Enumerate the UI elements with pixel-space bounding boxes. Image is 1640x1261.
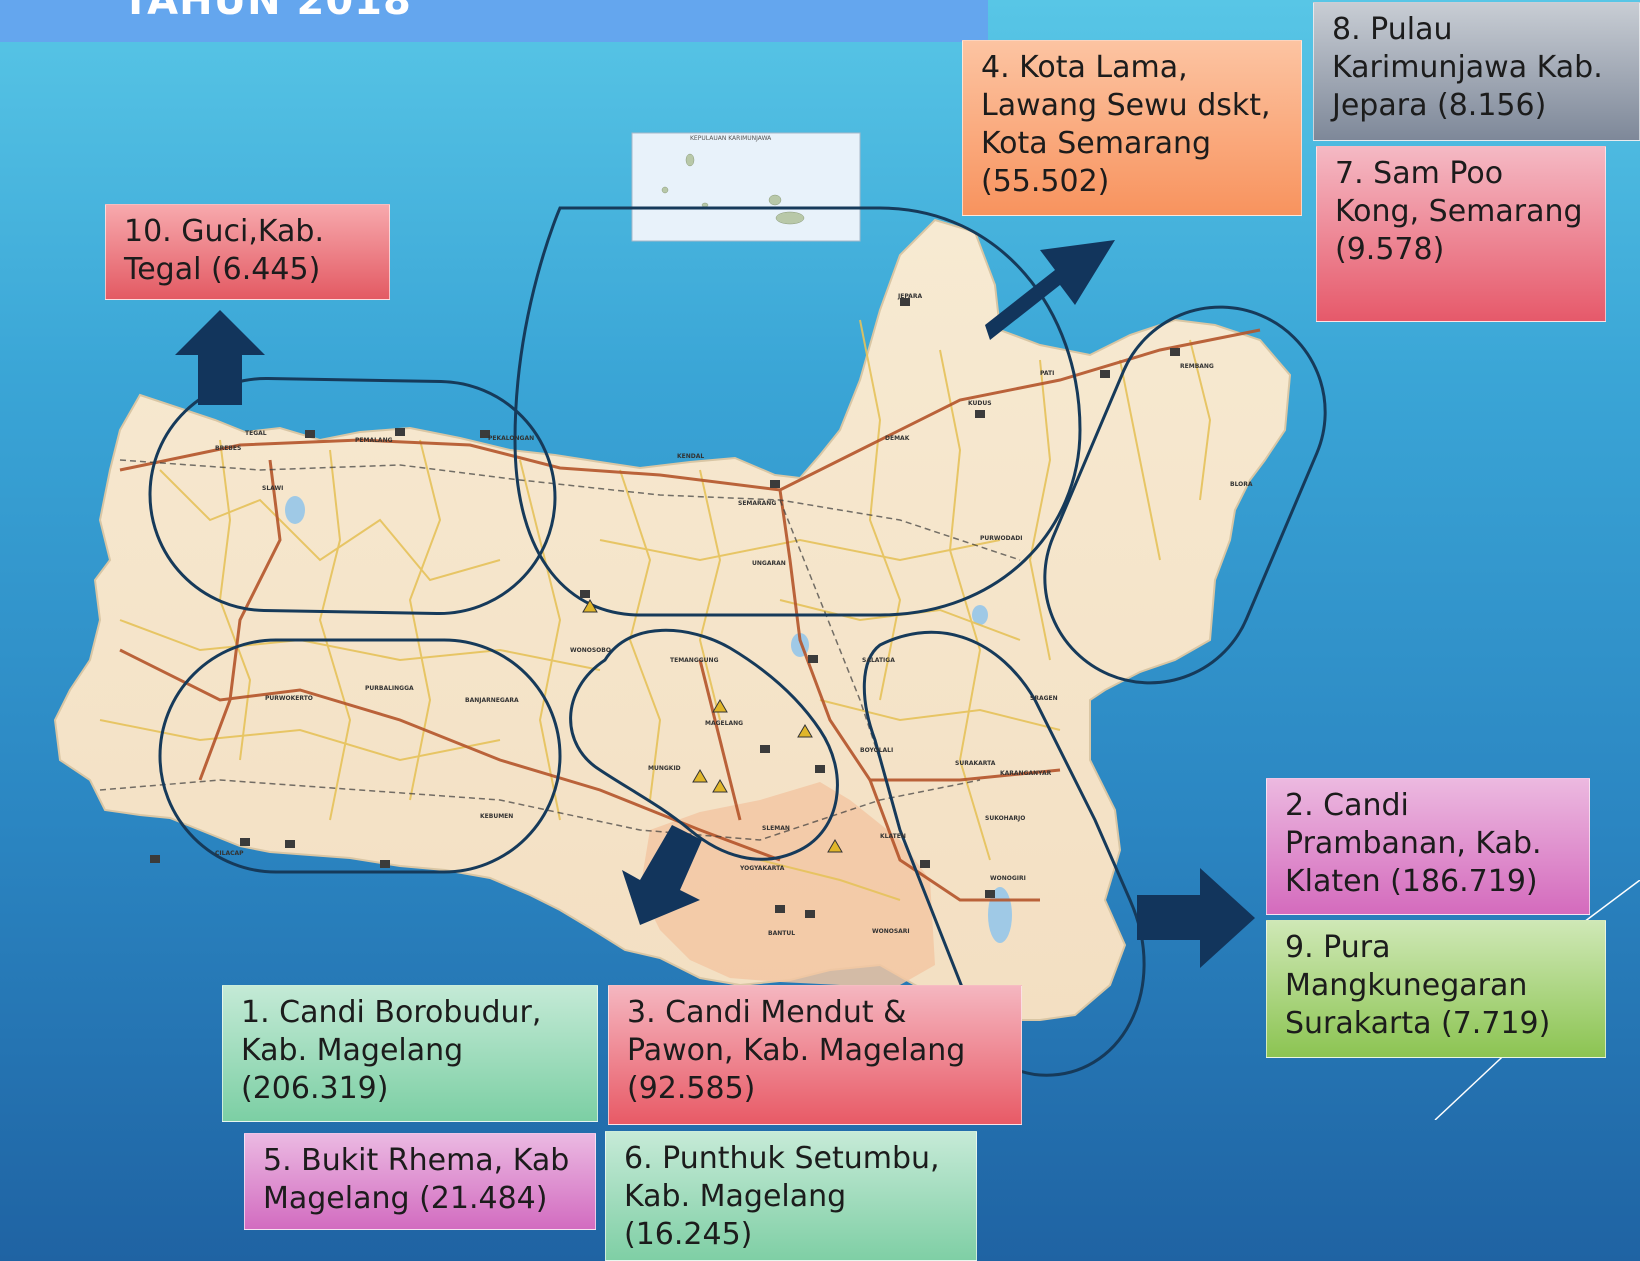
label-mangkunegaran: 9. Pura Mangkunegaran Surakarta (7.719) <box>1266 920 1606 1058</box>
lake-1 <box>285 496 305 524</box>
place-sleman: SLEMAN <box>762 825 790 832</box>
arrow-right <box>1137 868 1255 968</box>
place-ungaran: UNGARAN <box>752 560 786 567</box>
inset-islands <box>661 153 805 225</box>
place-purwokerto: PURWOKERTO <box>265 695 313 702</box>
place-semarang: SEMARANG <box>738 500 776 507</box>
place-wonogiri: WONOGIRI <box>990 875 1026 882</box>
place-bantul: BANTUL <box>768 930 795 937</box>
label-prambanan: 2. Candi Prambanan, Kab. Klaten (186.719… <box>1266 778 1590 915</box>
place-karanganyar: KARANGANYAR <box>1000 770 1052 777</box>
place-jepara: JEPARA <box>897 293 922 300</box>
arrow-up <box>175 310 265 405</box>
place-salatiga: SALATIGA <box>862 657 895 664</box>
place-mungkid: MUNGKID <box>648 765 681 772</box>
place-klaten: KLATEN <box>880 833 906 840</box>
arrow-down-left <box>622 825 702 925</box>
place-boyolali: BOYOLALI <box>860 747 893 754</box>
label-bukit-rhema: 5. Bukit Rhema, Kab Magelang (21.484) <box>244 1133 596 1230</box>
place-wonosari: WONOSARI <box>872 928 910 935</box>
place-purwodadi: PURWODADI <box>980 535 1022 542</box>
railways <box>99 459 1021 841</box>
place-pekalongan: PEKALONGAN <box>488 435 534 442</box>
place-kebumen: KEBUMEN <box>480 813 513 820</box>
label-mendut: 3. Candi Mendut & Pawon, Kab. Magelang (… <box>608 985 1022 1125</box>
place-yogyakarta: YOGYAKARTA <box>739 865 785 872</box>
place-sukoharjo: SUKOHARJO <box>985 815 1025 822</box>
header-title: TAHUN 2018 <box>122 0 412 24</box>
place-tegal: TEGAL <box>245 430 267 437</box>
place-brebes: BREBES <box>215 445 241 452</box>
place-demak: DEMAK <box>885 435 910 442</box>
place-pati: PATI <box>1040 370 1054 377</box>
place-sragen: SRAGEN <box>1030 695 1058 702</box>
yogyakarta-region <box>640 782 935 985</box>
lake-2 <box>972 605 988 625</box>
place-banjarnegara: BANJARNEGARA <box>465 697 519 704</box>
label-karimunjawa: 8. Pulau Karimunjawa Kab. Jepara (8.156) <box>1313 2 1640 141</box>
poi-markers <box>150 298 1180 918</box>
place-temanggung: TEMANGGUNG <box>670 657 719 664</box>
label-kota-lama: 4. Kota Lama, Lawang Sewu dskt, Kota Sem… <box>962 40 1302 216</box>
place-pemalang: PEMALANG <box>355 437 393 444</box>
place-kudus: KUDUS <box>968 400 992 407</box>
arrow-up-right <box>985 240 1115 340</box>
place-wonosobo: WONOSOBO <box>570 647 611 654</box>
place-rembang: REMBANG <box>1180 363 1214 370</box>
place-magelang: MAGELANG <box>705 720 743 727</box>
place-purbalingga: PURBALINGGA <box>365 685 414 692</box>
header-bar: TAHUN 2018 <box>0 0 988 42</box>
label-sam-poo-kong: 7. Sam Poo Kong, Semarang (9.578) <box>1316 146 1606 322</box>
karimunjawa-inset <box>631 132 861 242</box>
poi-triangles <box>582 599 843 853</box>
inset-title: KEPULAUAN KARIMUNJAWA <box>690 135 772 142</box>
land-mass <box>53 218 1292 1021</box>
place-surakarta: SURAKARTA <box>955 760 996 767</box>
label-borobudur: 1. Candi Borobudur, Kab. Magelang (206.3… <box>222 985 598 1122</box>
place-kendal: KENDAL <box>677 453 704 460</box>
direction-arrows <box>175 240 1255 968</box>
place-slawi: SLAWI <box>262 485 283 492</box>
label-punthuk: 6. Punthuk Setumbu, Kab. Magelang (16.24… <box>605 1131 977 1261</box>
place-blora: BLORA <box>1230 481 1253 488</box>
place-cilacap: CILACAP <box>215 850 244 857</box>
label-guci: 10. Guci,Kab. Tegal (6.445) <box>105 204 390 300</box>
